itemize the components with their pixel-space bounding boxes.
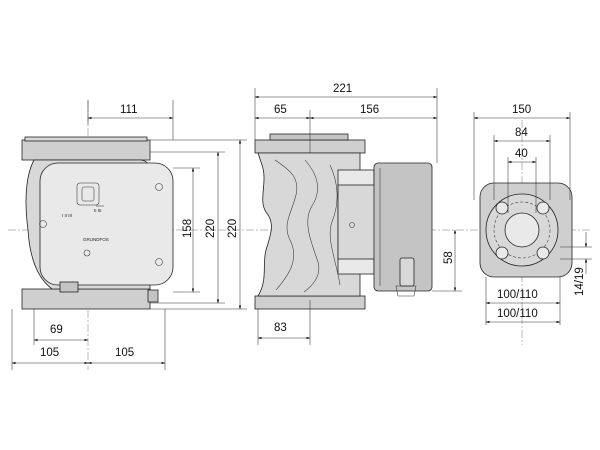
indicator-label: II III: [94, 208, 102, 213]
dim-front-69: 69: [50, 324, 63, 336]
flange-bore: [504, 212, 540, 248]
switch-window: [76, 182, 100, 206]
front-dimensions: 111 158 220 220 69 105 105: [11, 100, 247, 370]
side-top-flange-stub: [269, 133, 349, 141]
flange-dimensions: 150 84 40 100/110 100/110 14/19: [473, 104, 592, 325]
base-lug-right: [147, 289, 159, 303]
dim-side-65: 65: [274, 104, 287, 116]
front-bottom-flange: [21, 288, 151, 310]
screw-top-right: [155, 183, 163, 191]
dim-front-220-outer: 220: [227, 219, 239, 238]
dim-flange-bolt-lower: 100/110: [497, 308, 538, 320]
control-box: [39, 162, 174, 286]
front-top-flange: [21, 139, 151, 161]
flange-hole-bl: [495, 246, 509, 260]
flange-hole-tr: [536, 201, 550, 215]
dim-flange-84: 84: [515, 127, 528, 139]
dim-front-105-right: 105: [115, 347, 134, 359]
flange-hole-tl: [495, 201, 509, 215]
screw-bottom-right: [155, 258, 163, 266]
dim-side-83: 83: [274, 322, 287, 334]
switch-label: I II III: [62, 213, 72, 218]
dim-flange-bolt-upper: 100/110: [497, 289, 538, 301]
front-top-flange-lip: [24, 136, 148, 142]
dim-flange-40: 40: [515, 148, 528, 160]
front-view: I II III II III GRUNDFOS: [21, 136, 174, 310]
flange-view: [479, 182, 573, 278]
terminal-box: [373, 162, 433, 292]
motor-ring: [337, 184, 379, 260]
side-dimensions: 221 65 156 58 83: [254, 83, 462, 345]
dim-side-221: 221: [333, 83, 352, 95]
switch-knob: [81, 186, 95, 202]
cable-gland: [399, 257, 415, 287]
brand-label: GRUNDFOS: [83, 237, 109, 242]
flange-bolt-circle: [493, 201, 551, 259]
dim-flange-150: 150: [512, 104, 531, 116]
dim-front-158: 158: [182, 219, 194, 238]
dim-side-58: 58: [443, 251, 455, 264]
base-lug-left: [59, 281, 79, 293]
dim-front-105-left: 105: [40, 347, 59, 359]
side-view: [254, 133, 433, 310]
dim-side-156: 156: [360, 104, 379, 116]
flange-hole-br: [536, 246, 550, 260]
screw-left: [39, 220, 47, 228]
indicator-light: [83, 249, 91, 257]
dim-front-220-mid: 220: [205, 219, 217, 238]
dim-front-top: 111: [120, 104, 137, 116]
dim-flange-hole: 14/19: [574, 267, 586, 296]
motor-center: [349, 222, 355, 228]
